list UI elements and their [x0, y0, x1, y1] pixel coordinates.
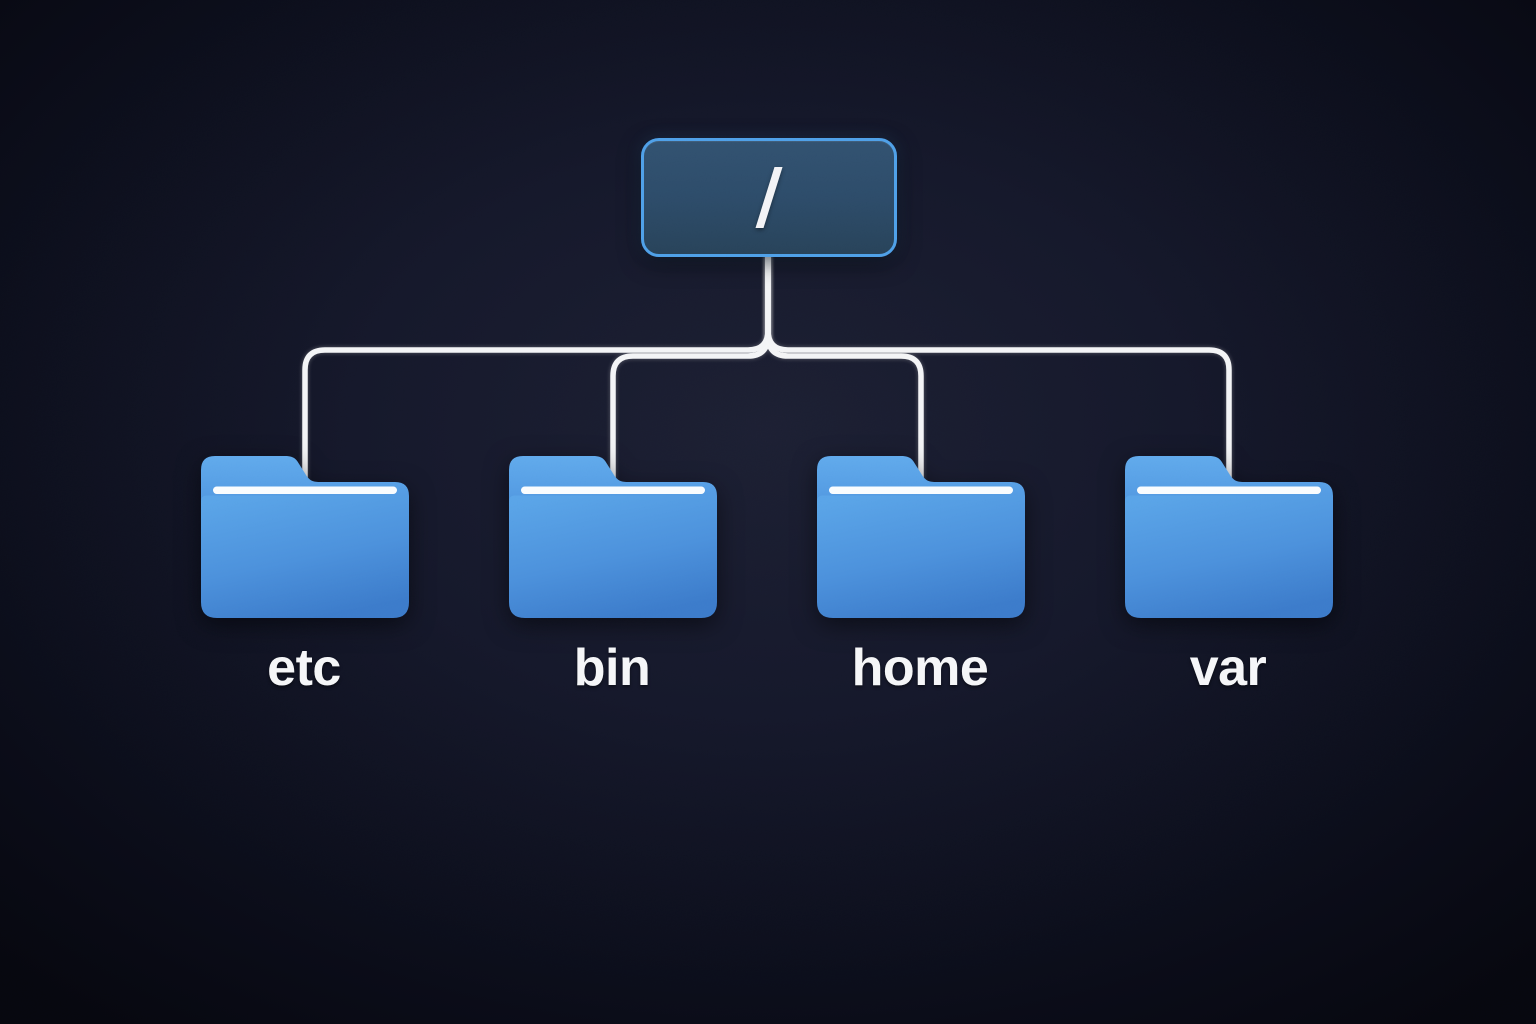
node-label-home: home [851, 639, 989, 697]
folder-icon [201, 456, 409, 618]
connector-root-bin [610, 254, 771, 483]
node-label-bin: bin [573, 639, 651, 697]
node-home [817, 456, 1025, 618]
node-label-var: var [1189, 639, 1267, 697]
node-label-etc: etc [267, 639, 341, 697]
root-node-label: / [755, 152, 783, 239]
connector-root-etc [302, 254, 771, 483]
node-var [1125, 456, 1333, 618]
folder-icon [1125, 456, 1333, 618]
root-node: / [641, 138, 897, 257]
connector-root-home [765, 254, 924, 483]
node-etc [201, 456, 409, 618]
folder-icon [817, 456, 1025, 618]
folder-icon [509, 456, 717, 618]
node-bin [509, 456, 717, 618]
connector-root-var [765, 254, 1232, 483]
